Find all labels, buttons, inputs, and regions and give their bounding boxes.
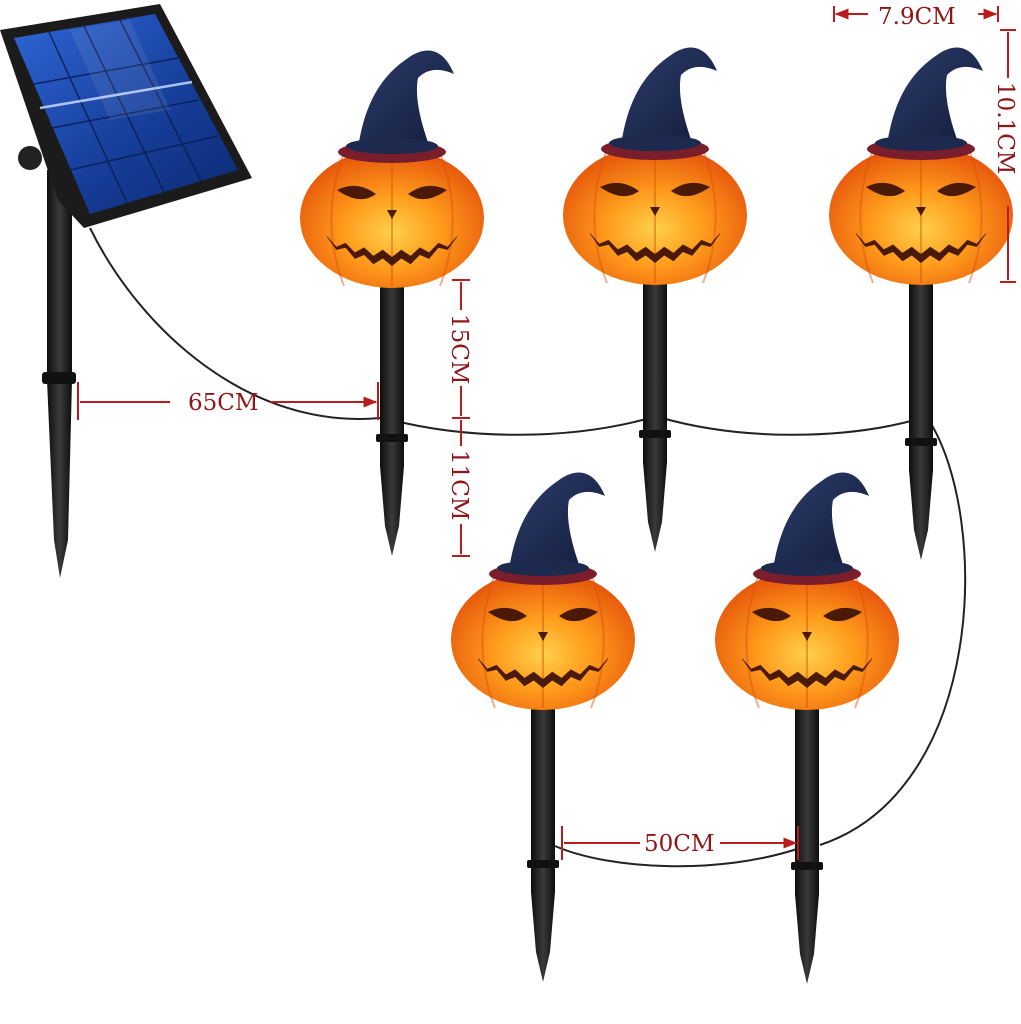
pumpkin-rib xyxy=(968,148,983,284)
height-label: 10.1CM xyxy=(992,82,1018,174)
witch-hat xyxy=(887,47,983,145)
left-eye xyxy=(752,607,791,622)
left-eye xyxy=(337,185,376,200)
mouth xyxy=(590,233,720,263)
pumpkin-light-5 xyxy=(715,472,899,984)
hat-brim xyxy=(346,138,438,154)
right-eye xyxy=(408,185,447,200)
right-eye xyxy=(937,182,976,197)
cable-fifth-to-fourth xyxy=(554,845,801,868)
pumpkin-rib xyxy=(745,573,760,709)
stake xyxy=(795,700,819,984)
mouth xyxy=(856,233,986,263)
dimension-annotations xyxy=(77,6,1016,860)
witch-hat xyxy=(509,472,605,570)
cable-panel-to-first xyxy=(89,227,381,420)
solar-panel-cells xyxy=(33,19,219,204)
upper-stake-label: 15CM xyxy=(446,314,472,384)
pumpkin-rib xyxy=(702,148,717,284)
dimension-labels: 7.9CM 10.1CM 65CM 15CM 11CM 50CM xyxy=(188,4,1018,857)
left-eye xyxy=(866,182,905,197)
pumpkin-lights xyxy=(300,47,1013,984)
cable-third-to-fifth xyxy=(819,421,967,846)
pumpkin-rib xyxy=(439,151,454,287)
witch-hat xyxy=(621,47,717,145)
stake-collar xyxy=(527,860,559,868)
pumpkin-rib xyxy=(330,151,345,287)
stake-collar xyxy=(791,862,823,870)
left-eye xyxy=(488,607,527,622)
nose xyxy=(650,207,660,216)
solar-panel-stake-collar xyxy=(42,372,76,384)
solar-panel-glare xyxy=(70,20,170,120)
witch-hat xyxy=(358,50,454,148)
nose xyxy=(538,632,548,641)
hat-brim xyxy=(497,560,589,576)
hat-brim xyxy=(875,135,967,151)
nose xyxy=(916,207,926,216)
nose xyxy=(802,632,812,641)
cable-first-to-second xyxy=(391,417,651,436)
stake xyxy=(531,700,555,982)
pumpkin-light-1 xyxy=(300,50,484,556)
solar-panel-busbar xyxy=(39,80,193,110)
pumpkin-light-4 xyxy=(451,472,635,982)
right-eye xyxy=(671,182,710,197)
cables xyxy=(89,227,967,868)
stake-collar xyxy=(639,430,671,438)
stake xyxy=(643,275,667,552)
right-eye xyxy=(823,607,862,622)
pumpkin-rib xyxy=(854,573,869,709)
lower-stake-label: 11CM xyxy=(446,450,472,520)
pumpkin-light-3 xyxy=(829,47,1013,560)
spacing-label: 50CM xyxy=(644,831,714,857)
left-eye xyxy=(600,182,639,197)
nose xyxy=(387,210,397,219)
solar-panel xyxy=(0,4,252,578)
pumpkin-rib xyxy=(590,573,605,709)
solar-panel-bracket xyxy=(18,146,42,170)
mouth xyxy=(478,658,608,688)
pumpkin-rib xyxy=(481,573,496,709)
witch-hat xyxy=(773,472,869,570)
stake-collar xyxy=(376,434,408,442)
stake xyxy=(380,278,404,556)
hat-brim xyxy=(761,560,853,576)
mouth xyxy=(327,236,457,266)
right-eye xyxy=(559,607,598,622)
pumpkin-rib xyxy=(593,148,608,284)
stake xyxy=(909,275,933,560)
mouth xyxy=(742,658,872,688)
stake-collar xyxy=(905,438,937,446)
cable-second-to-third xyxy=(661,417,916,436)
pumpkin-light-2 xyxy=(563,47,747,552)
pumpkin-rib xyxy=(859,148,874,284)
hat-brim xyxy=(609,135,701,151)
cable-panel-label: 65CM xyxy=(188,390,258,416)
width-label: 7.9CM xyxy=(878,4,956,30)
